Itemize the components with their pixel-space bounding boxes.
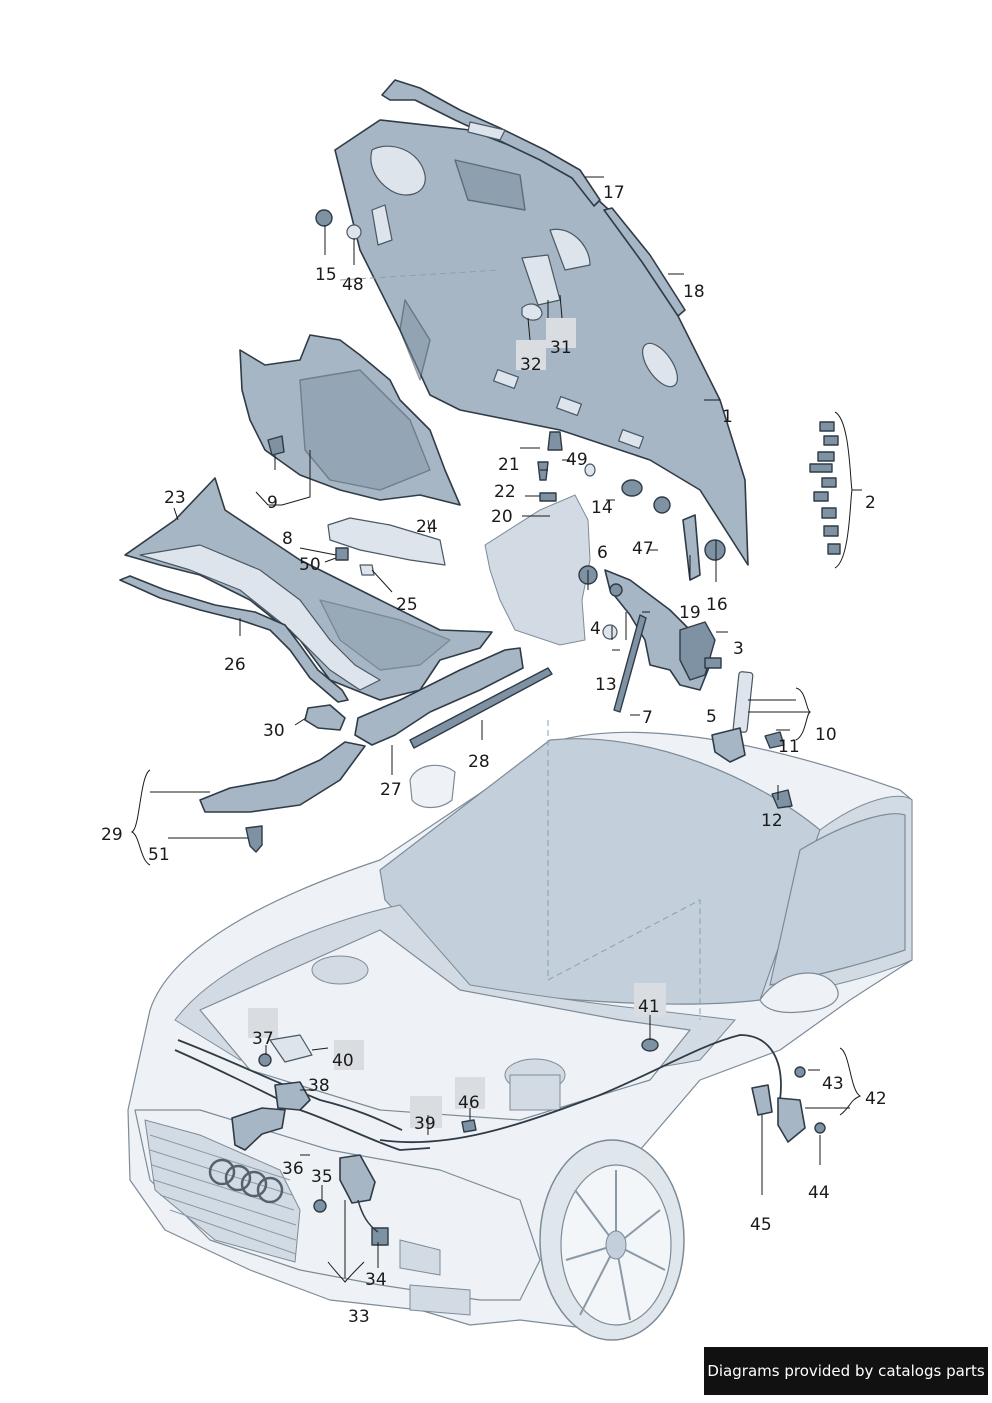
callout-34: 34 [365,1270,387,1290]
callout-15: 15 [315,265,337,285]
callout-45: 45 [750,1215,772,1235]
callout-46: 46 [458,1093,480,1113]
plenum-seal [119,575,349,703]
callout-44: 44 [808,1183,830,1203]
callout-28: 28 [468,752,490,772]
plenum-cover [124,477,493,701]
callout-highlight-boxes [248,318,666,1128]
callout-38: 38 [308,1076,330,1096]
callout-10: 10 [815,725,837,745]
callout-35: 35 [311,1167,333,1187]
callout-36: 36 [282,1159,304,1179]
hood-insulation [239,334,461,506]
callout-48: 48 [342,275,364,295]
callout-33: 33 [348,1307,370,1327]
callout-11: 11 [778,737,800,757]
callout-40: 40 [332,1051,354,1071]
callout-24: 24 [416,517,438,537]
release-cable-system [174,1034,826,1246]
grille [144,1119,301,1263]
lock-module-33 [339,1154,376,1204]
callout-2: 2 [865,493,876,513]
cross-member [354,647,524,746]
callout-13: 13 [595,675,617,695]
callout-42: 42 [865,1089,887,1109]
callout-14: 14 [591,498,613,518]
callout-50: 50 [299,555,321,575]
callout-41: 41 [638,997,660,1017]
callout-19: 19 [679,603,701,623]
car-illustration [127,720,913,1341]
callout-numbers: 1 2 3 4 5 6 7 8 9 10 11 12 13 14 15 16 1… [101,183,887,1327]
callout-9: 9 [267,493,278,513]
callout-7: 7 [642,708,653,728]
callout-4: 4 [590,619,601,639]
callout-47: 47 [632,539,654,559]
brand-rings-logo [208,1158,284,1204]
leader-lines [130,176,862,1283]
cover-plate [327,517,446,566]
callout-25: 25 [396,595,418,615]
callout-22: 22 [494,482,516,502]
callout-49: 49 [566,450,588,470]
gas-strut [613,614,647,713]
callout-39: 39 [414,1114,436,1134]
inner-wing [484,494,591,646]
callout-27: 27 [380,780,402,800]
callout-17: 17 [603,183,625,203]
support-bracket [199,741,366,813]
callout-18: 18 [683,282,705,302]
hood-latch [231,1107,286,1151]
callout-6: 6 [597,543,608,563]
callout-8: 8 [282,529,293,549]
callout-16: 16 [706,595,728,615]
callout-3: 3 [733,639,744,659]
catalog-credit-text: Diagrams provided by catalogs parts [707,1362,985,1380]
catalog-credit-badge: Diagrams provided by catalogs parts [704,1347,988,1395]
release-handle-45 [751,1084,773,1116]
callout-12: 12 [761,811,783,831]
hood-hinge [604,569,716,691]
callout-43: 43 [822,1074,844,1094]
callout-51: 51 [148,845,170,865]
bracket-40 [269,1034,313,1063]
callout-31: 31 [550,338,572,358]
callout-21: 21 [498,455,520,475]
callout-30: 30 [263,721,285,741]
fasteners [267,209,841,809]
hood-seal-side [603,207,686,317]
callout-32: 32 [520,355,542,375]
callout-37: 37 [252,1029,274,1049]
callout-20: 20 [491,507,513,527]
front-wheel [539,1139,685,1341]
damper-sensor [711,671,754,763]
callout-1: 1 [722,407,733,427]
latch-actuator [274,1081,311,1111]
callout-29: 29 [101,825,123,845]
callout-23: 23 [164,488,186,508]
callout-26: 26 [224,655,246,675]
callout-5: 5 [706,707,717,727]
hood-seal-front [381,79,601,207]
